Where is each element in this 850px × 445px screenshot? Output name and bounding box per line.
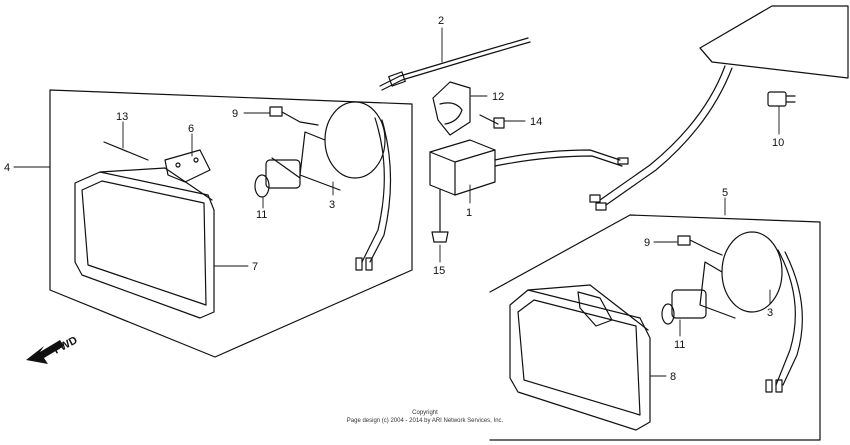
screw-15 [431, 189, 449, 243]
callout-3-left: 3 [329, 199, 335, 211]
callout-9-left: 9 [232, 108, 238, 120]
callout-14: 14 [530, 116, 542, 128]
left-assembly-outline [49, 89, 413, 358]
left-lens-rim [81, 180, 207, 306]
left-connector-9 [269, 106, 283, 117]
callout-12: 12 [492, 91, 504, 103]
left-headlight-lens [74, 171, 215, 319]
bulb-10 [767, 91, 796, 107]
left-socket [299, 101, 392, 271]
fwd-arrow-icon [26, 340, 64, 364]
unit-1 [429, 139, 629, 196]
right-socket [699, 231, 803, 393]
right-bracket [577, 291, 613, 327]
clamp-12 [432, 81, 471, 136]
callout-4: 4 [4, 162, 10, 174]
callout-6: 6 [188, 123, 194, 135]
callout-11-right: 11 [674, 339, 685, 351]
right-assembly-outline [489, 214, 821, 441]
callout-8: 8 [670, 371, 676, 383]
left-pin [103, 141, 149, 161]
callout-labels: 2 12 14 9 13 6 4 3 11 7 1 15 10 5 9 3 11… [4, 15, 784, 383]
screw-14 [479, 114, 505, 129]
callout-10: 10 [772, 137, 784, 149]
right-headlight-lens [509, 289, 651, 431]
callout-11-left: 11 [256, 209, 267, 221]
left-headlight-assembly [49, 89, 413, 358]
callout-5: 5 [722, 187, 728, 199]
callout-15: 15 [433, 265, 445, 277]
copyright-line-2: Page design (c) 2004 - 2014 by ARI Netwo… [346, 418, 504, 424]
wire-harness-2 [379, 37, 531, 91]
leader-lines [13, 27, 780, 377]
right-connector-9 [677, 235, 691, 246]
copyright-line-1: Copyright [412, 410, 438, 416]
callout-13: 13 [116, 111, 128, 123]
turn-signal-lamp [589, 5, 849, 211]
callout-3-right: 3 [767, 307, 773, 319]
right-headlight-assembly [489, 214, 821, 441]
left-bulb [254, 157, 301, 198]
right-lens-rim [517, 299, 641, 416]
callout-7: 7 [252, 261, 258, 273]
callout-2: 2 [438, 15, 444, 27]
fwd-label: FWD [52, 334, 80, 356]
callout-9-right: 9 [644, 237, 650, 249]
left-bracket [164, 149, 211, 183]
left-lens-body [99, 167, 213, 201]
right-bulb [661, 289, 707, 325]
callout-1: 1 [466, 207, 472, 219]
